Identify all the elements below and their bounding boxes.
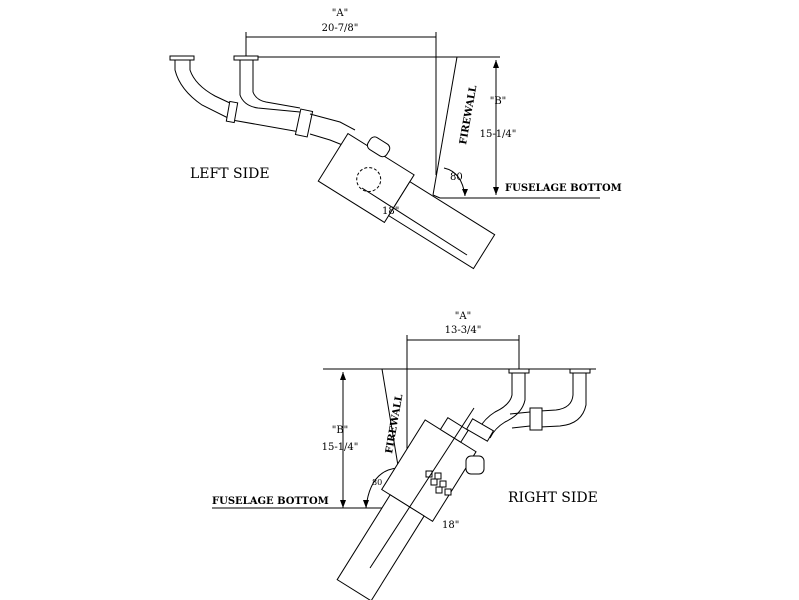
right-fitting-grid <box>425 470 452 496</box>
right-flange-2 <box>569 368 591 374</box>
left-angle-label: 80 <box>450 172 463 183</box>
right-dim-a-label: "A" <box>455 311 471 322</box>
left-fuselage-label: FUSELAGE BOTTOM <box>505 183 622 194</box>
left-side-title: LEFT SIDE <box>190 166 270 182</box>
left-dim-b-label: "B" <box>490 96 507 107</box>
right-exhaust-pipes <box>465 368 591 442</box>
right-muffler-cap <box>465 455 485 475</box>
left-muffler <box>317 132 496 270</box>
right-angle: 80 <box>363 467 399 509</box>
left-dim-a-label: "A" <box>332 8 348 19</box>
right-dim-b-label: "B" <box>332 425 349 436</box>
right-dim-b-value: 15-1/4" <box>322 442 359 453</box>
left-side-drawing: "A" 20-7/8" "B" 15-1/4" FIREWALL 80 FUSE… <box>169 8 622 270</box>
right-flange-1 <box>508 368 530 374</box>
right-dimension-b: "B" 15-1/4" <box>322 372 359 508</box>
right-side-drawing: "A" 13-3/4" "B" 15-1/4" FIREWALL 80 FUSE… <box>212 311 598 600</box>
left-flange-1 <box>169 55 195 61</box>
left-length-label: 18" <box>382 206 399 217</box>
right-muffler <box>336 416 477 600</box>
right-side-title: RIGHT SIDE <box>508 490 598 506</box>
left-dim-b-value: 15-1/4" <box>480 129 517 140</box>
left-flange-2 <box>233 55 259 61</box>
left-firewall-label: FIREWALL <box>458 84 479 145</box>
left-dimension-b: "B" 15-1/4" <box>480 60 517 195</box>
left-dim-a-value: 20-7/8" <box>322 23 359 34</box>
right-fuselage-label: FUSELAGE BOTTOM <box>212 496 329 507</box>
left-exhaust-pipes <box>169 55 356 147</box>
right-angle-label: 80 <box>372 478 382 487</box>
left-dimension-a: "A" 20-7/8" <box>245 8 437 175</box>
right-dim-a-value: 13-3/4" <box>445 325 482 336</box>
left-angle: 80 <box>443 167 468 197</box>
right-length-label: 18" <box>442 520 459 531</box>
